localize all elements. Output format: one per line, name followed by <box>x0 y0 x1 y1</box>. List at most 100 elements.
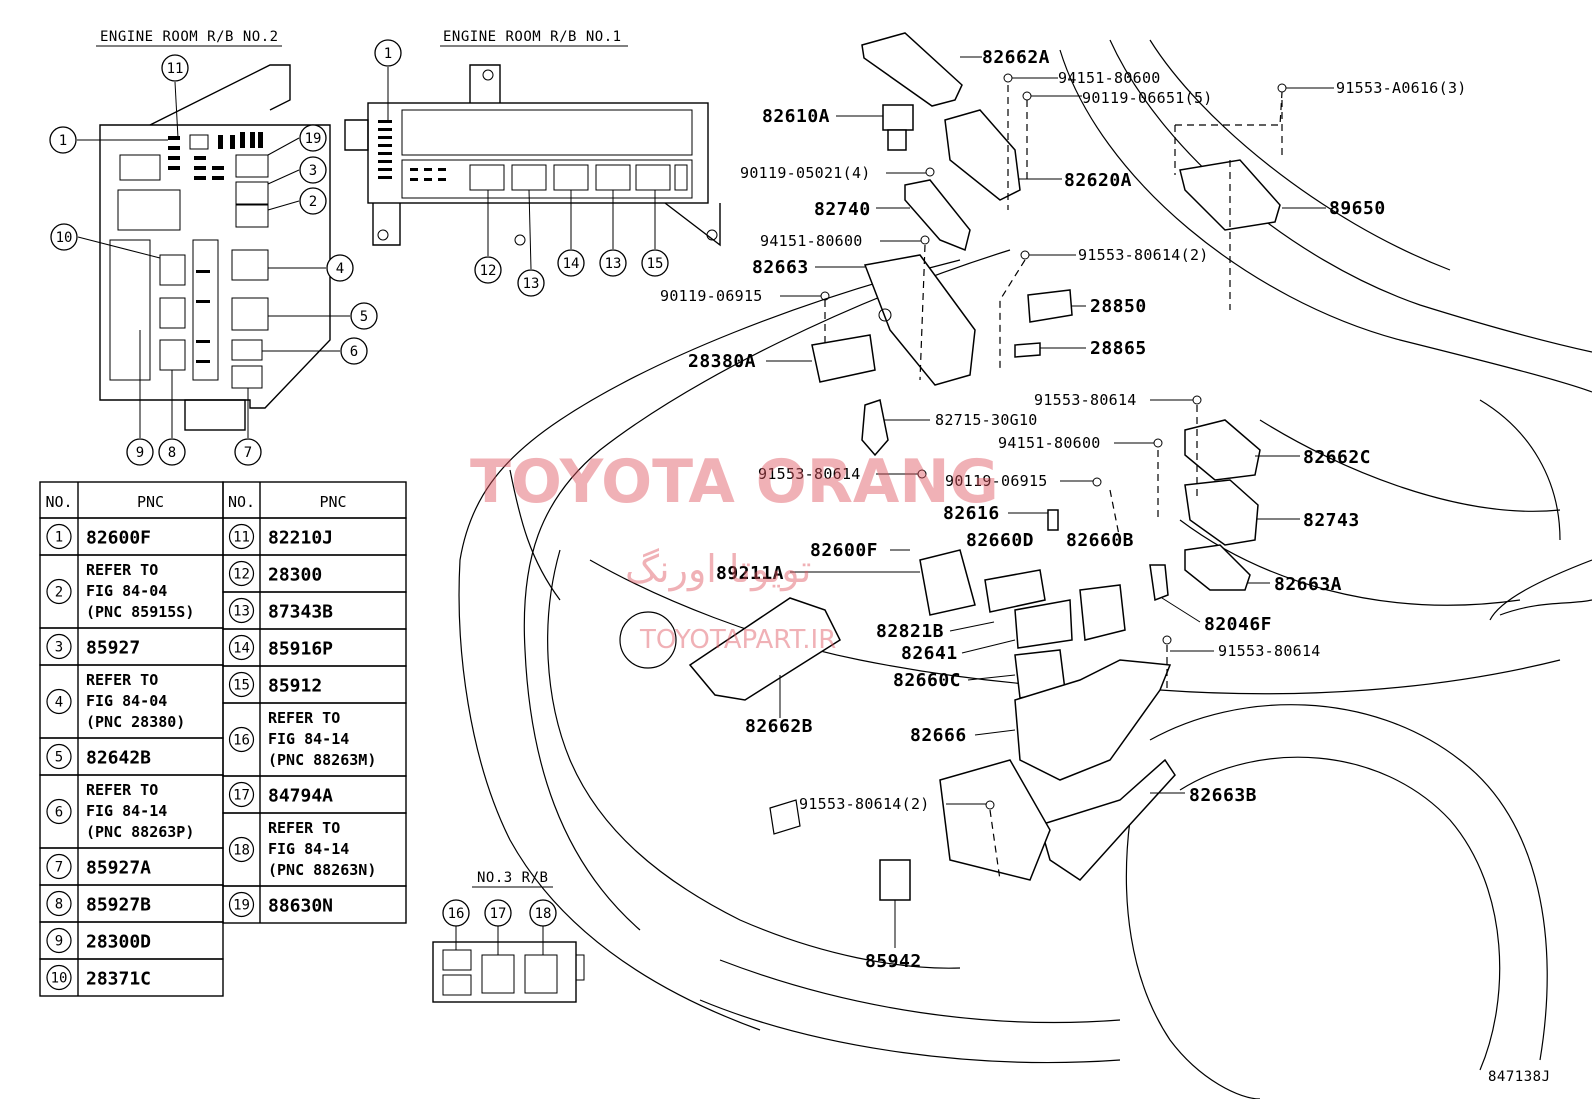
label-82660D: 82660D <box>966 530 1034 551</box>
table-refer-line: REFER TO <box>268 819 340 837</box>
label-89211A: 89211A <box>716 563 784 584</box>
callout-number: 8 <box>168 445 176 461</box>
table-header: NO. <box>45 493 72 511</box>
label-82715-30G10: 82715-30G10 <box>935 411 1038 429</box>
rb1-title: ENGINE ROOM R/B NO.1 <box>443 29 622 45</box>
label-82620A: 82620A <box>1064 170 1132 191</box>
label-91553-A0616: 91553-A0616(3) <box>1336 79 1467 97</box>
table-pnc-value: 28300 <box>268 565 322 586</box>
table-refer-line: (PNC 88263P) <box>86 823 194 841</box>
table-row-number: 5 <box>55 750 63 766</box>
guide-lines <box>824 85 1283 881</box>
callout-number: 16 <box>448 906 465 922</box>
callout-leader <box>267 169 300 185</box>
table-refer-line: REFER TO <box>86 671 158 689</box>
table-header: NO. <box>228 493 255 511</box>
label-90119-05021: 90119-05021(4) <box>740 164 871 182</box>
table-row-number: 7 <box>55 860 63 876</box>
callout-number: 7 <box>244 445 252 461</box>
callout-number: 13 <box>605 256 622 272</box>
label-82666: 82666 <box>910 725 967 746</box>
label-89650: 89650 <box>1329 198 1386 219</box>
callout-circle <box>374 39 402 67</box>
table-refer-line: FIG 84-04 <box>86 582 167 600</box>
callout-number: 10 <box>56 230 73 246</box>
label-91553-80614-b: 91553-80614 <box>758 465 861 483</box>
label-82616: 82616 <box>943 503 1000 524</box>
table-refer-line: (PNC 88263M) <box>268 751 376 769</box>
watermark: TOYOTA ORANG تویوتا اورنگ TOYOTAPART.IR <box>470 447 999 655</box>
table-row-number: 12 <box>233 567 250 583</box>
table-refer-line: (PNC 28380) <box>86 713 185 731</box>
label-94151-80600-a: 94151-80600 <box>1058 69 1161 87</box>
label-82740: 82740 <box>814 199 871 220</box>
table-row-number: 14 <box>233 641 250 657</box>
label-82662B: 82662B <box>745 716 813 737</box>
callout-circle <box>529 899 557 927</box>
callout-number: 4 <box>336 261 344 277</box>
diagram-code: 847138J <box>1488 1069 1551 1085</box>
table-row-number: 1 <box>55 530 63 546</box>
table-row-number: 10 <box>51 971 68 987</box>
callout-circle <box>641 249 669 277</box>
label-82743: 82743 <box>1303 510 1360 531</box>
table-pnc-value: 85927 <box>86 638 140 659</box>
callout-circle <box>484 899 512 927</box>
label-28850: 28850 <box>1090 296 1147 317</box>
part-labels: 82662A 94151-80600 90119-06651(5) 91553-… <box>660 47 1551 1085</box>
label-82662C: 82662C <box>1303 447 1371 468</box>
table-pnc-value: 82642B <box>86 748 151 769</box>
label-82662A: 82662A <box>982 47 1050 68</box>
table-row-number: 13 <box>233 604 250 620</box>
callout-number: 5 <box>360 309 368 325</box>
table-row-number: 15 <box>233 678 250 694</box>
callout-number: 14 <box>563 256 580 272</box>
label-82660B: 82660B <box>1066 530 1134 551</box>
label-85942: 85942 <box>865 951 922 972</box>
callout-number: 2 <box>309 194 317 210</box>
table-refer-line: (PNC 88263N) <box>268 861 376 879</box>
callout-number: 1 <box>59 133 67 149</box>
table-pnc-value: 84794A <box>268 786 333 807</box>
table-pnc-value: 87343B <box>268 602 333 623</box>
table-row <box>222 885 407 924</box>
callout-number: 11 <box>167 61 184 77</box>
leader-lines <box>766 56 1334 948</box>
parts-drawings <box>688 32 1287 901</box>
table-row-number: 4 <box>55 695 63 711</box>
table-row-number: 11 <box>233 530 250 546</box>
label-82600F: 82600F <box>810 540 878 561</box>
table-refer-line: (PNC 85915S) <box>86 603 194 621</box>
callout-circle <box>299 187 327 215</box>
table-row-number: 8 <box>55 897 63 913</box>
table-row-number: 6 <box>55 805 63 821</box>
table-row <box>39 958 224 997</box>
callout-leader <box>528 189 532 270</box>
table-row-number: 2 <box>55 585 63 601</box>
vehicle-outline <box>458 39 1592 1100</box>
table-refer-line: FIG 84-14 <box>268 730 349 748</box>
label-91553-80614-2a: 91553-80614(2) <box>1078 246 1209 264</box>
callout-circle <box>442 899 470 927</box>
callout-circle <box>474 256 502 284</box>
callout-circle <box>326 254 354 282</box>
label-28380A: 28380A <box>688 351 756 372</box>
table-refer-line: FIG 84-14 <box>268 840 349 858</box>
label-82663B: 82663B <box>1189 785 1257 806</box>
callout-number: 6 <box>350 344 358 360</box>
table-refer-line: REFER TO <box>86 561 158 579</box>
table-pnc-value: 28300D <box>86 932 151 953</box>
callout-number: 13 <box>523 276 540 292</box>
relay-block-no1: ENGINE ROOM R/B NO.1 <box>344 29 721 247</box>
label-28865: 28865 <box>1090 338 1147 359</box>
table-row-number: 9 <box>55 934 63 950</box>
table-pnc-value: 85927A <box>86 858 151 879</box>
callout-circle <box>161 54 189 82</box>
callout-number: 17 <box>490 906 507 922</box>
table-pnc-value: 28371C <box>86 969 151 990</box>
label-94151-80600-b: 94151-80600 <box>760 232 863 250</box>
